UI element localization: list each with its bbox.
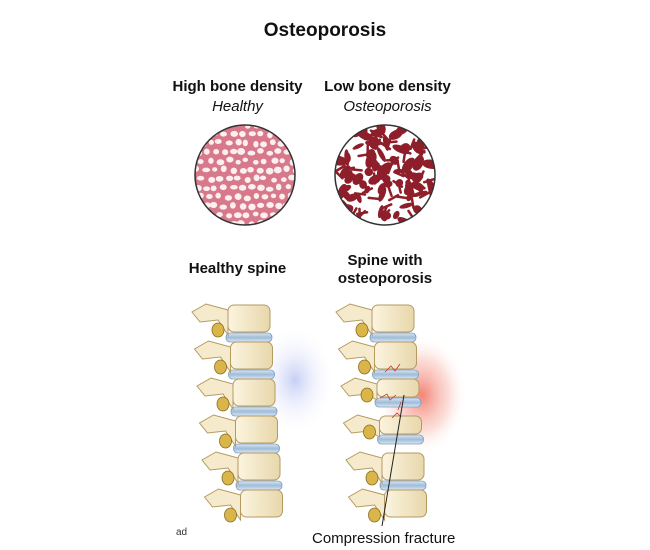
osteo-spine-label-line1: Spine with [347, 252, 423, 269]
healthy-spine-illustration [191, 303, 335, 523]
low-density-heading: Low bone density [324, 78, 451, 95]
compression-fracture-label: Compression fracture [312, 530, 456, 547]
healthy-subtitle: Healthy [212, 98, 263, 115]
high-density-heading: High bone density [172, 78, 303, 95]
osteoporosis-subtitle: Osteoporosis [343, 98, 432, 115]
healthy-spine-label: Healthy spine [188, 260, 287, 277]
osteoporotic-bone-sample [334, 124, 436, 226]
osteo-spine-label-line2: osteoporosis [337, 270, 433, 287]
figure-title: Osteoporosis [263, 20, 387, 41]
fracture-leader-line [381, 394, 405, 527]
healthy-bone-sample [194, 124, 296, 226]
osteoporotic-spine-illustration [335, 303, 467, 523]
corner-mark: ad [176, 527, 188, 538]
